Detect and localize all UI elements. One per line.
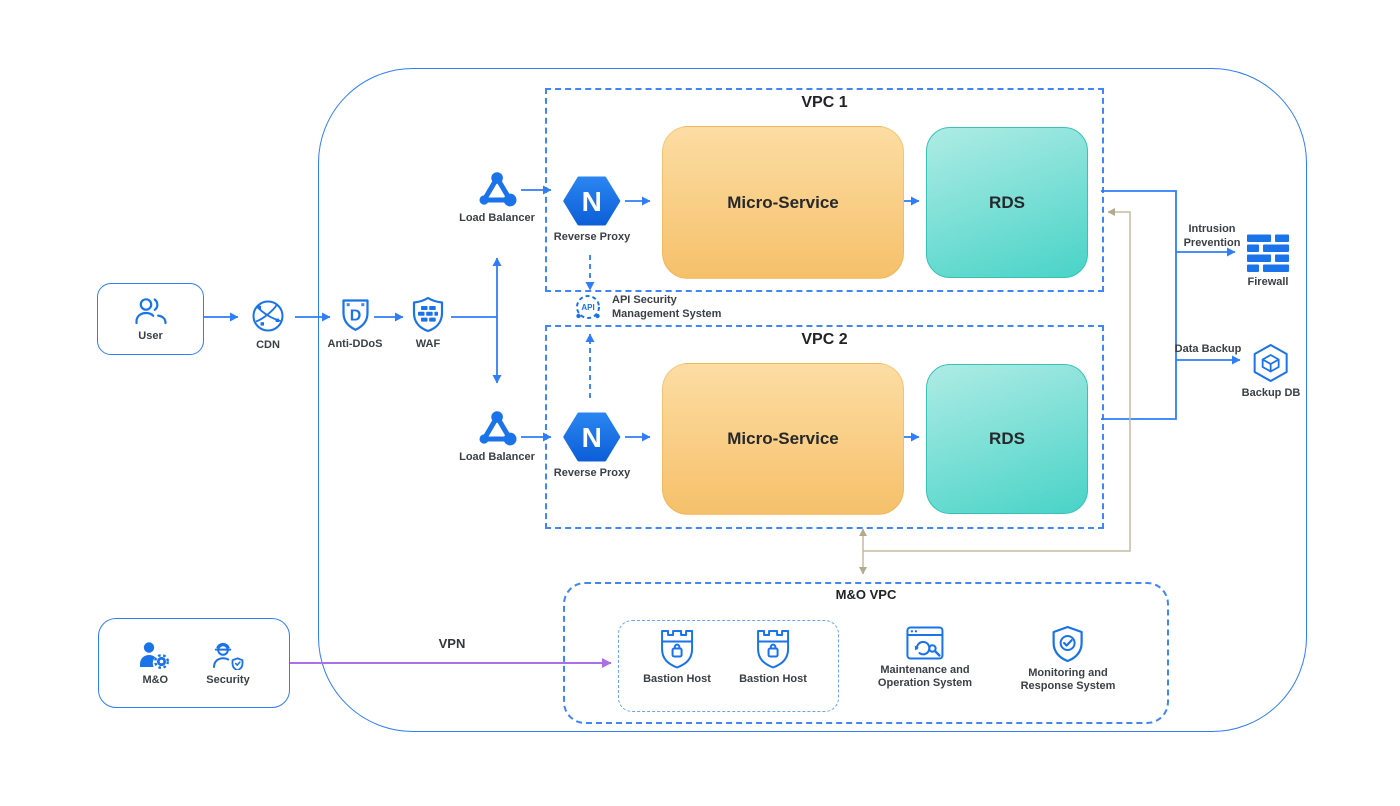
- maintenance-operation-node: Maintenance and Operation System: [878, 626, 972, 690]
- vpn-label: VPN: [438, 636, 466, 651]
- reverse-proxy-2-node: N Reverse Proxy: [554, 411, 630, 480]
- bastion-host-icon: [757, 630, 789, 669]
- anti-ddos-icon: D: [341, 299, 369, 331]
- cdn-label: CDN: [256, 339, 280, 351]
- rds-2-box: RDS: [926, 364, 1088, 514]
- security-person-icon: [212, 642, 244, 670]
- firewall-icon: [1247, 234, 1289, 272]
- bastion-host-1-node: Bastion Host: [643, 627, 711, 686]
- bastion-host-icon: [661, 630, 693, 669]
- data-backup-text: Data Backup: [1174, 343, 1242, 355]
- load-balancer-1-label: Load Balancer: [459, 212, 535, 224]
- reverse-proxy-2-label: Reverse Proxy: [553, 467, 631, 479]
- mo-vpc-container: M&O VPC: [563, 582, 1169, 724]
- cdn-icon: [252, 300, 284, 332]
- svg-text:D: D: [349, 308, 361, 325]
- load-balancer-2-node: Load Balancer: [459, 409, 535, 464]
- nginx-icon: N: [563, 176, 621, 226]
- micro-service-1-box: Micro-Service: [662, 126, 904, 279]
- micro-service-2-box: Micro-Service: [662, 363, 904, 515]
- api-security-icon: API: [576, 295, 600, 319]
- vpc1-title: VPC 1: [801, 94, 848, 111]
- monitoring-response-node: Monitoring and Response System: [1021, 625, 1116, 693]
- reverse-proxy-1-label: Reverse Proxy: [553, 231, 631, 243]
- rds-1-box: RDS: [926, 127, 1088, 278]
- intrusion-prevention-line1: Intrusion: [1188, 223, 1236, 235]
- mo-security-box: M&O Security: [98, 618, 290, 708]
- nginx-letter: N: [582, 186, 602, 217]
- mo-admin-icon: [140, 642, 170, 670]
- cloud-boundary: [318, 68, 1307, 732]
- mo-vpc-title: M&O VPC: [835, 587, 897, 602]
- monitoring-response-label: Monitoring and Response System: [1021, 667, 1116, 693]
- firewall-node: Firewall: [1245, 234, 1291, 289]
- nginx-letter: N: [582, 422, 602, 453]
- user-icon: [134, 298, 167, 325]
- bastion-host-1-label: Bastion Host: [643, 673, 711, 685]
- intrusion-prevention-label: Intrusion Prevention: [1184, 223, 1241, 250]
- maintenance-operation-line1: Maintenance and: [880, 664, 970, 676]
- monitoring-response-line1: Monitoring and: [1028, 667, 1108, 679]
- load-balancer-2-label: Load Balancer: [459, 451, 535, 463]
- user-label: User: [138, 330, 163, 342]
- backup-db-icon: [1254, 344, 1288, 382]
- load-balancer-1-node: Load Balancer: [459, 170, 535, 225]
- nginx-icon: N: [563, 412, 621, 462]
- load-balancer-icon: [479, 411, 517, 446]
- intrusion-prevention-line2: Prevention: [1183, 236, 1241, 249]
- waf-label: WAF: [415, 338, 441, 350]
- vpc2-title: VPC 2: [801, 331, 848, 348]
- backup-db-node: Backup DB: [1241, 343, 1301, 400]
- rds-1-label: RDS: [989, 192, 1025, 212]
- backup-db-label: Backup DB: [1241, 387, 1301, 399]
- rds-2-label: RDS: [989, 429, 1025, 448]
- data-backup-label: Data Backup: [1175, 343, 1242, 357]
- reverse-proxy-1-node: N Reverse Proxy: [554, 175, 630, 244]
- cdn-node: CDN: [249, 297, 287, 352]
- load-balancer-icon: [479, 172, 517, 207]
- mo-node: M&O: [138, 640, 172, 686]
- api-security-label: API Security Management System: [612, 294, 721, 321]
- monitoring-response-icon: [1052, 625, 1084, 663]
- security-label: Security: [206, 674, 250, 686]
- mo-label: M&O: [142, 674, 169, 686]
- bastion-host-2-node: Bastion Host: [739, 627, 807, 686]
- anti-ddos-label: Anti-DDoS: [327, 338, 383, 350]
- api-security-label-line2: Management System: [612, 307, 722, 320]
- micro-service-1-label: Micro-Service: [727, 192, 839, 212]
- security-node: Security: [206, 640, 250, 686]
- maintenance-operation-icon: [906, 626, 944, 660]
- api-icon-text: API: [581, 303, 594, 312]
- waf-node: WAF: [411, 296, 445, 351]
- api-security-label-line1: API Security: [612, 294, 677, 306]
- maintenance-operation-label: Maintenance and Operation System: [878, 664, 972, 690]
- user-box: User: [97, 283, 204, 355]
- waf-icon: [412, 296, 444, 333]
- bastion-host-2-label: Bastion Host: [739, 673, 807, 685]
- anti-ddos-node: D Anti-DDoS: [328, 296, 383, 351]
- monitoring-response-line2: Response System: [1020, 680, 1116, 692]
- firewall-label: Firewall: [1247, 276, 1289, 288]
- micro-service-2-label: Micro-Service: [727, 429, 839, 448]
- maintenance-operation-line2: Operation System: [877, 677, 973, 689]
- bastion-group-container: [618, 620, 839, 712]
